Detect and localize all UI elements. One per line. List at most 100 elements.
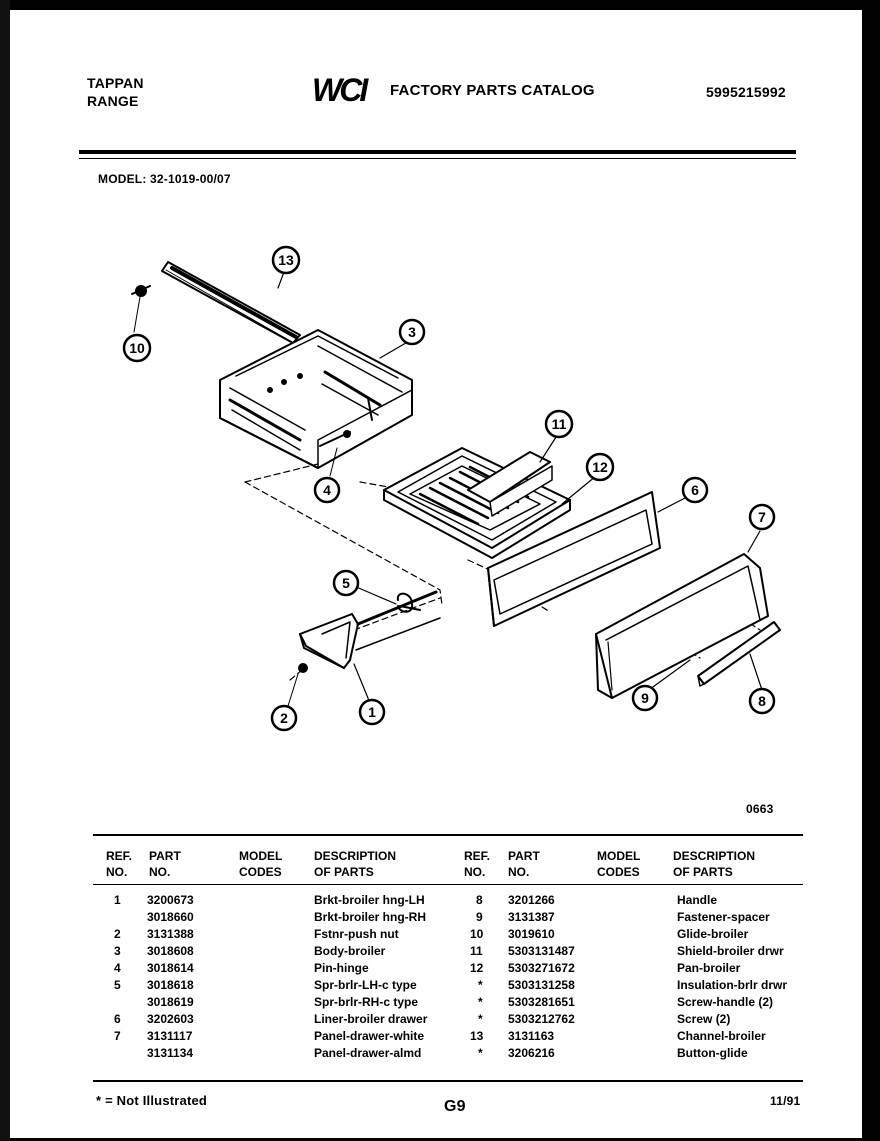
- table-cell: Panel-drawer-white: [314, 1029, 425, 1043]
- table-cell: 12: [470, 961, 484, 975]
- table-cell: 5: [114, 978, 121, 992]
- table-cell: Screw-handle (2): [677, 995, 774, 1009]
- catalog-title: FACTORY PARTS CATALOG: [390, 82, 595, 99]
- col-model-line2: CODES: [597, 865, 640, 879]
- callout-9: 9: [631, 684, 659, 712]
- table-cell: 5303131258: [508, 978, 575, 992]
- table-cell: 4: [114, 961, 121, 975]
- table-cell: 1: [114, 893, 121, 907]
- col-ref-line1: REF.: [464, 849, 491, 863]
- callout-1: 1: [358, 698, 386, 726]
- pin-hinge-part: [319, 430, 351, 477]
- col-ref-left: REF. NO.: [106, 848, 132, 880]
- liner-broiler-drawer-part: [487, 491, 661, 627]
- table-cell: 3018608: [147, 944, 194, 958]
- table-cell: 10: [470, 927, 484, 941]
- table-cell: 11: [470, 944, 483, 958]
- model-label: MODEL: 32-1019-00/07: [98, 172, 231, 186]
- callout-12: 12: [585, 452, 615, 482]
- col-model-line1: MODEL: [597, 849, 641, 863]
- table-cell: 3018660: [147, 910, 194, 924]
- table-cell: 3200673: [147, 893, 194, 907]
- table-cell: Panel-drawer-almd: [314, 1046, 422, 1060]
- callout-2: 2: [270, 704, 298, 732]
- table-cell: Insulation-brlr drwr: [677, 978, 788, 992]
- table-cell: 2: [114, 927, 121, 941]
- col-model-right: MODEL CODES: [597, 848, 640, 880]
- not-illustrated-note: * = Not Illustrated: [96, 1093, 208, 1108]
- col-part-line1: PART: [508, 849, 540, 863]
- col-desc-line1: DESCRIPTION: [673, 849, 756, 863]
- table-cell: Body-broiler: [314, 944, 386, 958]
- table-cell: 3202603: [147, 1012, 194, 1026]
- callout-4: 4: [313, 476, 341, 504]
- table-cell: Fastener-spacer: [677, 910, 770, 924]
- table-cell: Fstnr-push nut: [314, 927, 399, 941]
- callout-7: 7: [748, 503, 776, 531]
- col-part-line2: NO.: [149, 865, 171, 879]
- table-cell: Brkt-broiler hng-RH: [314, 910, 426, 924]
- shield-broiler-part: [467, 451, 553, 517]
- callout-3: 3: [398, 318, 426, 346]
- callout-9-text: 9: [641, 690, 649, 706]
- table-cell: 3131388: [147, 927, 194, 941]
- callout-12-text: 12: [592, 459, 608, 475]
- col-desc-line2: OF PARTS: [314, 865, 374, 879]
- table-cell: 3131387: [508, 910, 555, 924]
- col-desc-left: DESCRIPTION OF PARTS: [314, 848, 396, 880]
- col-desc-line1: DESCRIPTION: [314, 849, 397, 863]
- table-cell: 8: [476, 893, 483, 907]
- callout-layer: 1 2 3 4 5 6 7 8 9 10 11 12 13: [122, 245, 776, 732]
- col-ref-line1: REF.: [106, 849, 133, 863]
- scan-edge: [0, 0, 10, 1141]
- panel-drawer-part: [595, 553, 769, 699]
- callout-1-text: 1: [368, 704, 376, 720]
- table-cell: Pin-hinge: [314, 961, 369, 975]
- callout-2-text: 2: [280, 710, 288, 726]
- callout-8: 8: [748, 687, 776, 715]
- table-cell: 3: [114, 944, 121, 958]
- callout-11: 11: [544, 409, 574, 439]
- table-cell: 9: [476, 910, 483, 924]
- table-cell: *: [478, 1012, 483, 1026]
- broiler-pan-part: [383, 447, 571, 559]
- table-cell: *: [478, 995, 483, 1009]
- handle-part: [697, 621, 781, 687]
- table-cell: 3018614: [147, 961, 194, 975]
- broiler-body-part: [219, 329, 413, 469]
- table-cell: 3131134: [147, 1046, 194, 1060]
- table-cell: Handle: [677, 893, 718, 907]
- table-cell: 13: [470, 1029, 484, 1043]
- col-ref-line2: NO.: [106, 865, 128, 879]
- catalog-number: 5995215992: [706, 84, 786, 100]
- table-cell: 3018618: [147, 978, 194, 992]
- table-cell: Liner-broiler drawer: [314, 1012, 428, 1026]
- table-cell: Shield-broiler drwr: [677, 944, 784, 958]
- table-top-rule: [93, 834, 803, 836]
- table-cell: *: [478, 1046, 483, 1060]
- callout-3-text: 3: [408, 324, 416, 340]
- glide-part: [131, 285, 151, 333]
- table-cell: 5303271672: [508, 961, 575, 975]
- table-cell: 6: [114, 1012, 121, 1026]
- table-bottom-rule: [93, 1080, 803, 1082]
- callout-6-text: 6: [691, 482, 699, 498]
- drawing-number: 0663: [746, 802, 774, 816]
- brand-line-2: RANGE: [87, 93, 139, 109]
- callout-7-text: 7: [758, 509, 766, 525]
- logo-text: WCI: [312, 72, 369, 106]
- callout-13: 13: [271, 245, 301, 275]
- callout-10: 10: [122, 333, 152, 363]
- hinge-bracket-part: [299, 590, 441, 669]
- col-part-left: PART NO.: [149, 848, 181, 880]
- table-cell: 3131163: [508, 1029, 555, 1043]
- header-rule: [79, 150, 796, 154]
- table-cell: 5303131487: [508, 944, 575, 958]
- wci-logo: WCI: [312, 72, 372, 106]
- col-part-right: PART NO.: [508, 848, 540, 880]
- header-rule-thin: [79, 158, 796, 159]
- table-header-rule: [93, 884, 803, 885]
- callout-5-text: 5: [342, 575, 350, 591]
- table-cell: 3131117: [147, 1029, 193, 1043]
- table-cell: 3018619: [147, 995, 194, 1009]
